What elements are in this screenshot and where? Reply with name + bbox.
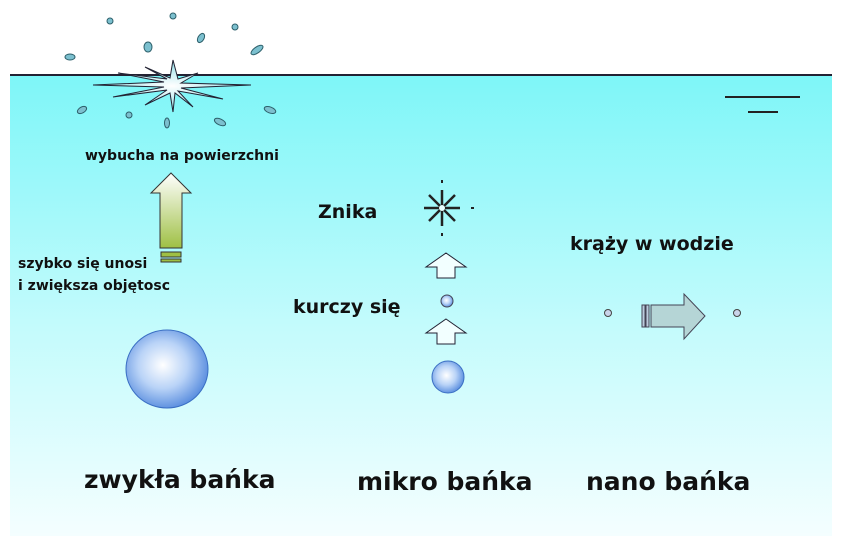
- vanish-sparkle-icon: [424, 180, 474, 236]
- rises-label-line1: szybko się unosi: [18, 256, 147, 272]
- water-drops-icon: [64, 12, 277, 129]
- nano-bubble-title: nano bańka: [586, 467, 750, 496]
- explode-label: wybucha na powierzchni: [85, 148, 279, 164]
- ordinary-bubble: [125, 329, 209, 409]
- ordinary-bubble-title: zwykła bańka: [84, 465, 275, 494]
- shrinks-label: kurczy się: [293, 296, 401, 318]
- micro-bubble-small: [440, 294, 454, 308]
- micro-bubble: [431, 360, 465, 394]
- burst-icon: [92, 59, 252, 113]
- nano-bubble: [733, 309, 741, 317]
- water-level-icon: [725, 96, 800, 113]
- right-arrow-icon: [641, 292, 706, 341]
- rises-label-line2: i zwiększa objętosc: [18, 278, 170, 294]
- micro-bubble-title: mikro bańka: [357, 467, 533, 496]
- nano-bubble: [604, 309, 612, 317]
- up-arrow-icon: [424, 252, 468, 279]
- rise-arrow-icon: [149, 172, 193, 263]
- up-arrow-icon: [424, 318, 468, 345]
- circulates-label: krąży w wodzie: [570, 233, 734, 255]
- disappears-label: Znika: [318, 201, 377, 223]
